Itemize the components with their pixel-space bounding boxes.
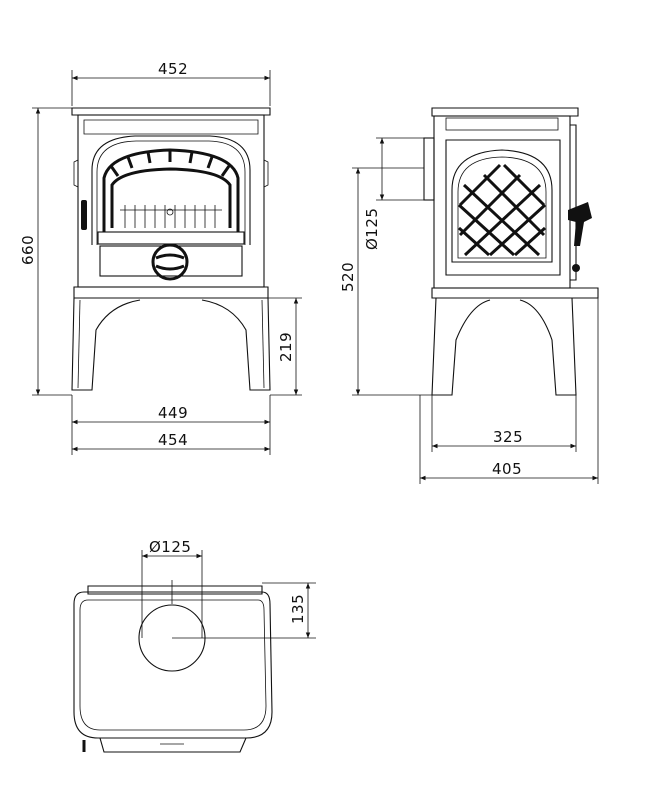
grate <box>120 205 222 228</box>
dim-height-label: 660 <box>19 235 37 265</box>
dim-base-width-label: 454 <box>158 431 188 449</box>
side-dimensions <box>352 137 599 484</box>
side-view <box>423 107 599 396</box>
dim-leg-height-label: 219 <box>277 332 295 362</box>
air-control-knob-icon <box>151 243 189 281</box>
top-flue-offset-label: 135 <box>289 594 307 624</box>
door-handle-icon <box>81 200 87 230</box>
dim-top-width-label: 452 <box>158 60 188 78</box>
side-leg-span-label: 325 <box>493 428 523 446</box>
side-flue-height-label: 520 <box>339 262 357 292</box>
dim-leg-span-label: 449 <box>158 404 188 422</box>
front-dimensions <box>32 70 302 455</box>
top-view <box>73 580 273 753</box>
top-flue-diameter-label: Ø125 <box>149 538 191 556</box>
side-flue-diameter-label: Ø125 <box>363 208 381 250</box>
top-dimensions <box>141 550 316 639</box>
door-arch-bars <box>109 150 231 177</box>
side-depth-label: 405 <box>492 460 522 478</box>
front-view <box>71 107 271 391</box>
side-lattice <box>457 163 547 257</box>
side-handle-icon <box>568 202 592 246</box>
